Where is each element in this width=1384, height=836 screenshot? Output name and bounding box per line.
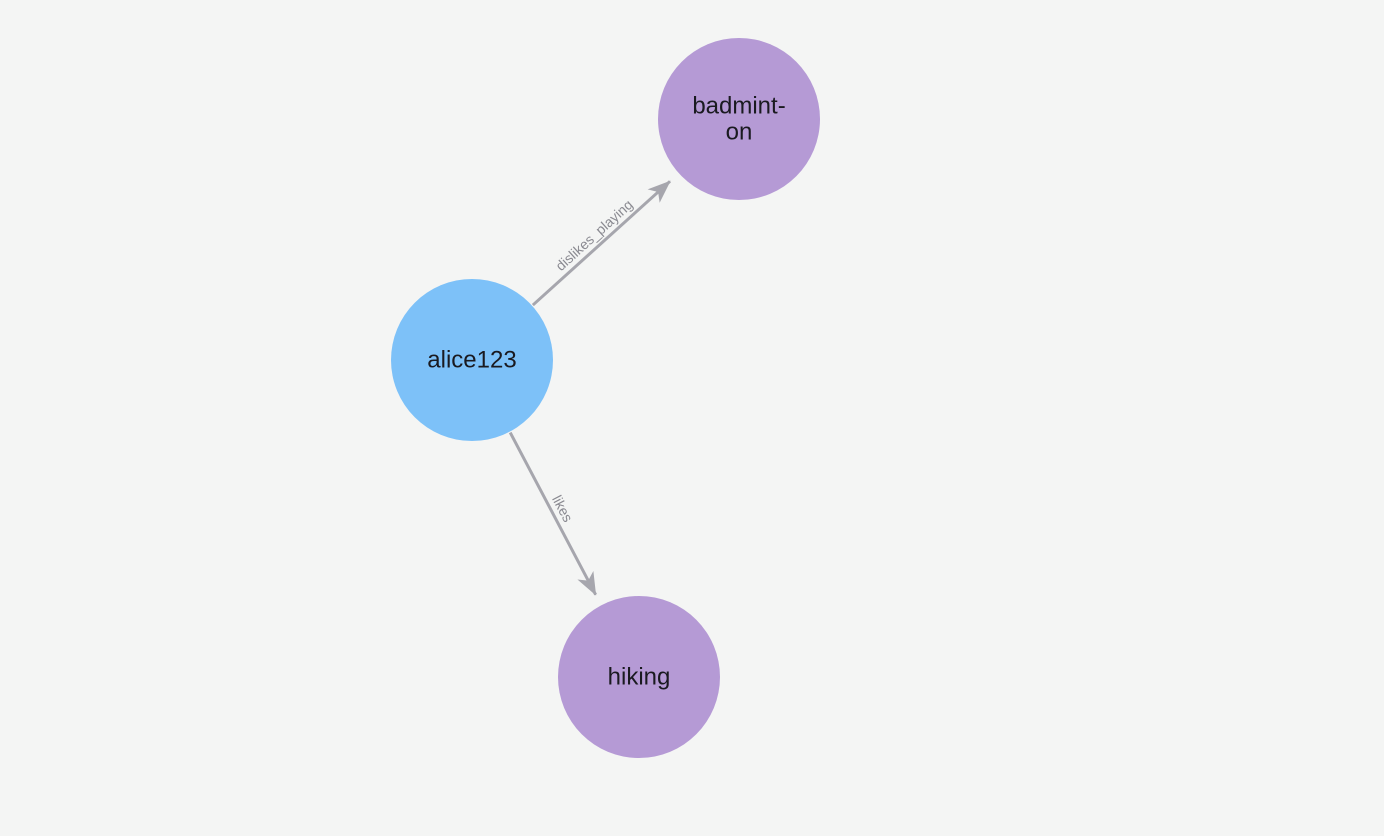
- graph-node-badminton[interactable]: badmint-on: [658, 38, 820, 200]
- node-circle-badminton[interactable]: [658, 38, 820, 200]
- graph-edge-dislikes_playing[interactable]: [531, 180, 671, 307]
- graph-node-alice123[interactable]: alice123: [391, 279, 553, 441]
- edge-label-dislikes_playing: dislikes_playing: [552, 196, 636, 274]
- node-circle-alice123[interactable]: [391, 279, 553, 441]
- graph-edge-likes[interactable]: [508, 431, 597, 596]
- nodes-layer: alice123 badmint-on hiking: [391, 38, 820, 758]
- edge-label-likes: likes: [549, 492, 576, 524]
- node-circle-hiking[interactable]: [558, 596, 720, 758]
- graph-node-hiking[interactable]: hiking: [558, 596, 720, 758]
